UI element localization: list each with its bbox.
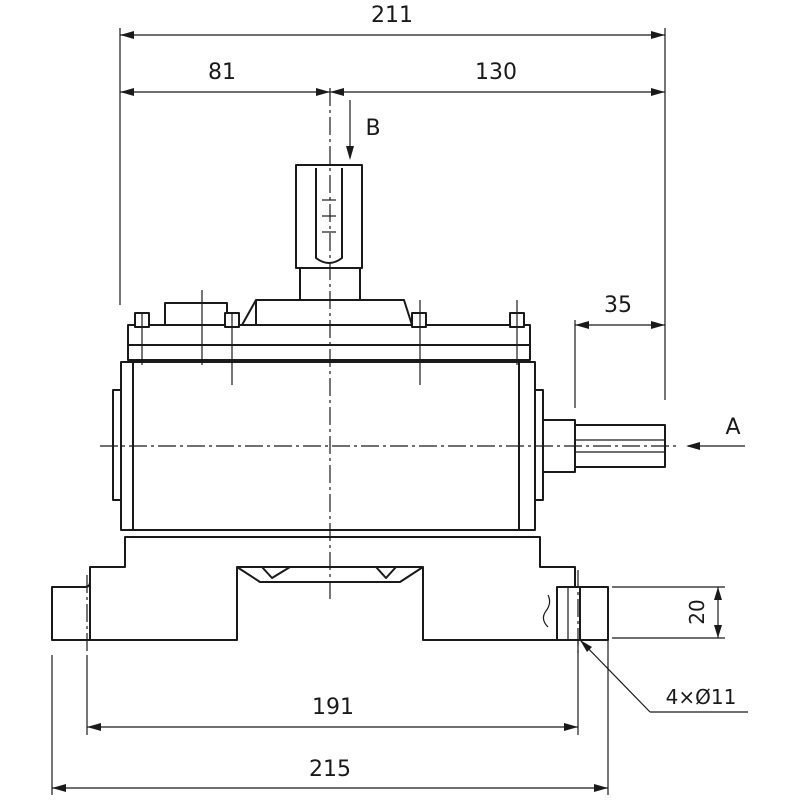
view-b-label: B bbox=[365, 116, 380, 141]
output-shaft-b bbox=[295, 164, 363, 301]
dim-81-label: 81 bbox=[208, 60, 236, 85]
top-cover bbox=[127, 290, 531, 385]
dimension-overall-width: 211 bbox=[120, 3, 665, 39]
dim-215-label: 215 bbox=[309, 757, 351, 782]
extension-lines bbox=[51, 28, 725, 795]
dimension-base-width: 215 bbox=[52, 757, 608, 792]
dimension-axis-offsets: 81 130 bbox=[120, 60, 665, 96]
dim-191-label: 191 bbox=[312, 695, 354, 720]
dim-211-label: 211 bbox=[371, 3, 413, 28]
view-a-label: A bbox=[725, 415, 740, 440]
dim-20-label: 20 bbox=[685, 599, 709, 624]
view-arrow-b: B bbox=[346, 100, 381, 160]
holes-label: 4×Ø11 bbox=[666, 685, 737, 709]
dimension-shaft-a: 35 bbox=[575, 293, 665, 329]
leader-holes: 4×Ø11 bbox=[579, 639, 748, 713]
dimension-hole-spacing: 191 bbox=[87, 695, 578, 731]
view-arrow-a: A bbox=[686, 415, 745, 450]
dim-35-label: 35 bbox=[604, 293, 632, 318]
dimension-base-height: 20 bbox=[685, 587, 722, 638]
center-lines bbox=[100, 88, 680, 600]
dim-130-label: 130 bbox=[475, 60, 517, 85]
